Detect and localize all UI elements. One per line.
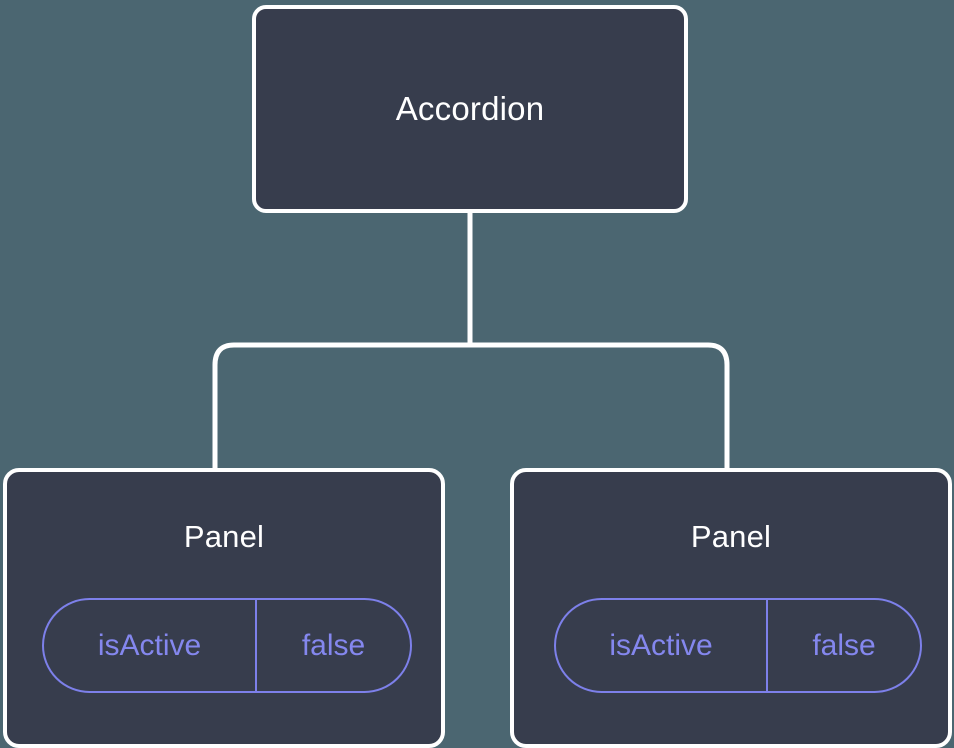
prop-badge-panel-2[interactable]: isActive false — [554, 598, 922, 693]
edge-root-to-panel-left — [212, 342, 470, 470]
node-panel-2-label: Panel — [690, 519, 772, 554]
prop-badge-panel-1[interactable]: isActive false — [42, 598, 412, 693]
prop-key-panel-1: isActive — [44, 600, 257, 691]
node-panel-1-label: Panel — [183, 519, 265, 554]
edge-root-to-panel-right — [470, 342, 730, 470]
prop-value-panel-1: false — [301, 628, 366, 662]
node-panel-2[interactable]: Panel isActive false — [510, 468, 952, 748]
prop-value-panel-2: false — [812, 628, 876, 662]
prop-key-panel-2: isActive — [556, 600, 768, 691]
node-accordion-label: Accordion — [395, 89, 545, 127]
node-panel-1[interactable]: Panel isActive false — [3, 468, 445, 748]
node-accordion[interactable]: Accordion — [252, 5, 688, 213]
